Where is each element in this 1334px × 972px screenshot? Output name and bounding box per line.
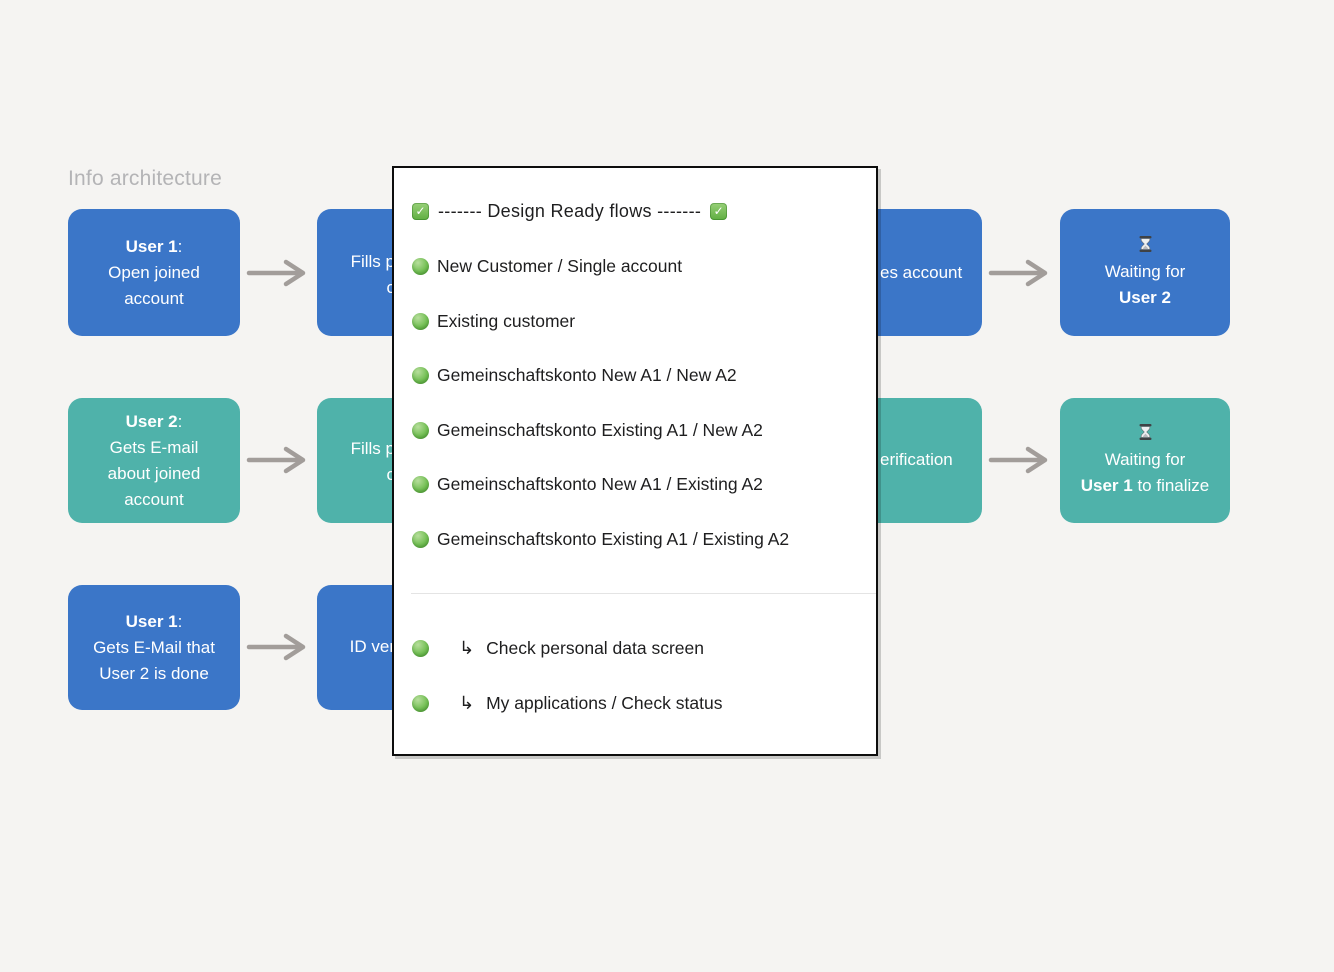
flow-box-waiting-for-user2: Waiting for User 2 (1060, 209, 1230, 336)
box-line-bold: User 1 (1080, 476, 1133, 495)
box-line-bold: User 2 (1119, 288, 1171, 307)
box-line-text: : (177, 411, 183, 431)
box-line: account (124, 288, 184, 308)
check-mark-icon: ✓ (710, 202, 728, 220)
flow-list-item-label: Gemeinschaftskonto New A1 / Existing A2 (437, 473, 763, 494)
flow-box-waiting-for-user1-finalize: Waiting for User 1 to finalize (1060, 398, 1230, 523)
green-circle-icon (412, 257, 429, 275)
box-text-fragment: c (386, 278, 396, 297)
flow-list-item: New Customer / Single account (412, 252, 858, 280)
flow-sub-item-label: My applications / Check status (486, 692, 723, 713)
box-line-bold: User 2 (125, 411, 178, 431)
flow-sub-item: ↳ Check personal data screen (412, 634, 858, 662)
check-mark-icon: ✓ (412, 202, 429, 220)
flow-list-item-label: Existing customer (437, 310, 576, 331)
flow-box-user1-gets-email-user2-done: User 1: Gets E-Mail that User 2 is done (68, 585, 240, 710)
hourglass-icon (1138, 234, 1153, 252)
box-line: Gets E-mail (109, 437, 199, 457)
box-line-text: : (177, 236, 183, 256)
flow-arrow-icon (988, 446, 1048, 474)
flow-sub-item: ↳ My applications / Check status (412, 689, 858, 717)
box-line-text: : (177, 611, 183, 631)
box-line-text: to finalize (1132, 476, 1210, 495)
box-line: account (124, 489, 184, 509)
flow-arrow-icon (988, 259, 1048, 287)
green-circle-icon (412, 366, 429, 384)
box-line: User 1: (126, 609, 183, 635)
flow-box-user1-open-joined-account: User 1: Open joined account (68, 209, 240, 336)
box-line: Waiting for (1104, 262, 1186, 281)
box-text-fragment: c (386, 465, 396, 484)
page-title: Info architecture (68, 167, 222, 190)
flow-arrow-icon (246, 633, 306, 661)
box-line: Open joined (108, 262, 200, 282)
green-circle-icon (412, 530, 429, 548)
hourglass-icon (1138, 422, 1153, 440)
hook-arrow-icon: ↳ (459, 637, 475, 658)
hook-arrow-icon: ↳ (459, 692, 475, 713)
flow-list-item: Gemeinschaftskonto New A1 / New A2 (412, 361, 858, 389)
flow-sub-item-label: Check personal data screen (486, 637, 704, 658)
green-circle-icon (412, 694, 429, 712)
panel-header: ✓ ------- Design Ready flows ------- ✓ (412, 197, 858, 225)
green-circle-icon (412, 475, 429, 493)
flow-list-item: Gemeinschaftskonto Existing A1 / Existin… (412, 525, 858, 553)
flow-arrow-icon (246, 446, 306, 474)
box-line: Waiting for (1104, 450, 1186, 469)
box-line: Gets E-Mail that (93, 637, 215, 657)
green-circle-icon (412, 312, 429, 330)
flow-list-item: Gemeinschaftskonto Existing A1 / New A2 (412, 416, 858, 444)
flow-list-item-label: New Customer / Single account (437, 255, 683, 276)
flow-list-item-label: Gemeinschaftskonto New A1 / New A2 (437, 364, 737, 385)
box-text-fragment: Fills p (350, 439, 395, 458)
flow-arrow-icon (246, 259, 306, 287)
box-line: about joined (107, 463, 201, 483)
green-circle-icon (412, 421, 429, 439)
panel-header-text: ------- Design Ready flows ------- (438, 200, 702, 221)
box-line-bold: User 1 (125, 236, 178, 256)
box-line: User 1: (126, 234, 183, 260)
box-line: User 2 is done (99, 663, 209, 683)
design-ready-flows-panel: ✓ ------- Design Ready flows ------- ✓ N… (392, 166, 878, 756)
box-text-fragment: Fills p (350, 252, 395, 271)
divider (411, 593, 876, 594)
box-line: User 1 to finalize (1081, 473, 1210, 499)
flow-list-item: Existing customer (412, 307, 858, 335)
box-text-fragment: erification (880, 450, 953, 469)
flow-list-item: Gemeinschaftskonto New A1 / Existing A2 (412, 470, 858, 498)
box-line: User 2: (126, 409, 183, 435)
box-line: User 2 (1119, 285, 1171, 311)
box-text-fragment: ID ver (349, 637, 395, 656)
box-text-fragment: es account (880, 263, 963, 282)
flow-list-item-label: Gemeinschaftskonto Existing A1 / Existin… (437, 528, 790, 549)
flow-box-user2-gets-email: User 2: Gets E-mail about joined account (68, 398, 240, 523)
green-circle-icon (412, 639, 429, 657)
flow-list-item-label: Gemeinschaftskonto Existing A1 / New A2 (437, 419, 763, 440)
box-line-bold: User 1 (125, 611, 178, 631)
